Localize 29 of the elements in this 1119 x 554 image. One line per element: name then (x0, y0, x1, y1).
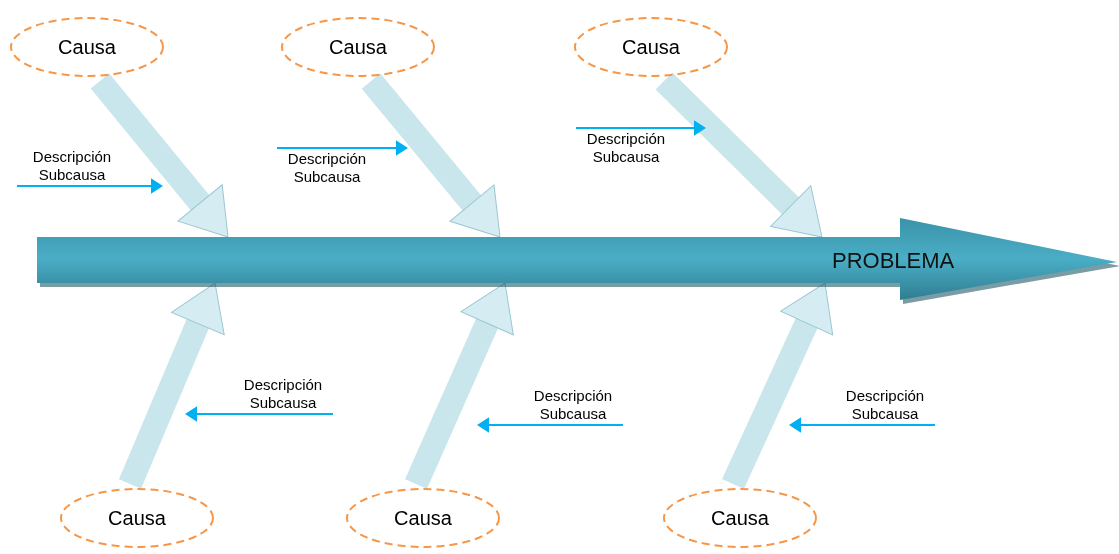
subcause-label: Descripción Subcausa (17, 146, 127, 186)
cause-label: Causa (107, 505, 167, 531)
arrow (575, 120, 706, 136)
subcause-label: Descripción Subcausa (576, 128, 676, 168)
subcause-label: Descripción Subcausa (835, 385, 935, 425)
cause-arrow (361, 73, 501, 238)
cause-arrow (118, 282, 225, 489)
arrow (185, 406, 334, 422)
cause-label: Causa (393, 505, 453, 531)
cause-arrow (405, 282, 514, 489)
cause-label: Causa (57, 34, 117, 60)
arrow (477, 417, 624, 433)
arrow (789, 417, 936, 433)
subcause-label: Descripción Subcausa (277, 148, 377, 188)
cause-ellipse (346, 488, 500, 548)
subcause-label: Descripción Subcausa (523, 385, 623, 425)
cause-label: Causa (621, 34, 681, 60)
cause-label: Causa (328, 34, 388, 60)
cause-ellipse (281, 17, 435, 77)
cause-ellipse (10, 17, 164, 77)
cause-arrow (722, 282, 834, 489)
cause-ellipse (60, 488, 214, 548)
arrow (276, 140, 408, 156)
arrow (16, 178, 163, 194)
cause-arrow (90, 73, 229, 238)
cause-ellipse (574, 17, 728, 77)
cause-ellipse (663, 488, 817, 548)
subcause-label: Descripción Subcausa (233, 374, 333, 414)
cause-label: Causa (710, 505, 770, 531)
